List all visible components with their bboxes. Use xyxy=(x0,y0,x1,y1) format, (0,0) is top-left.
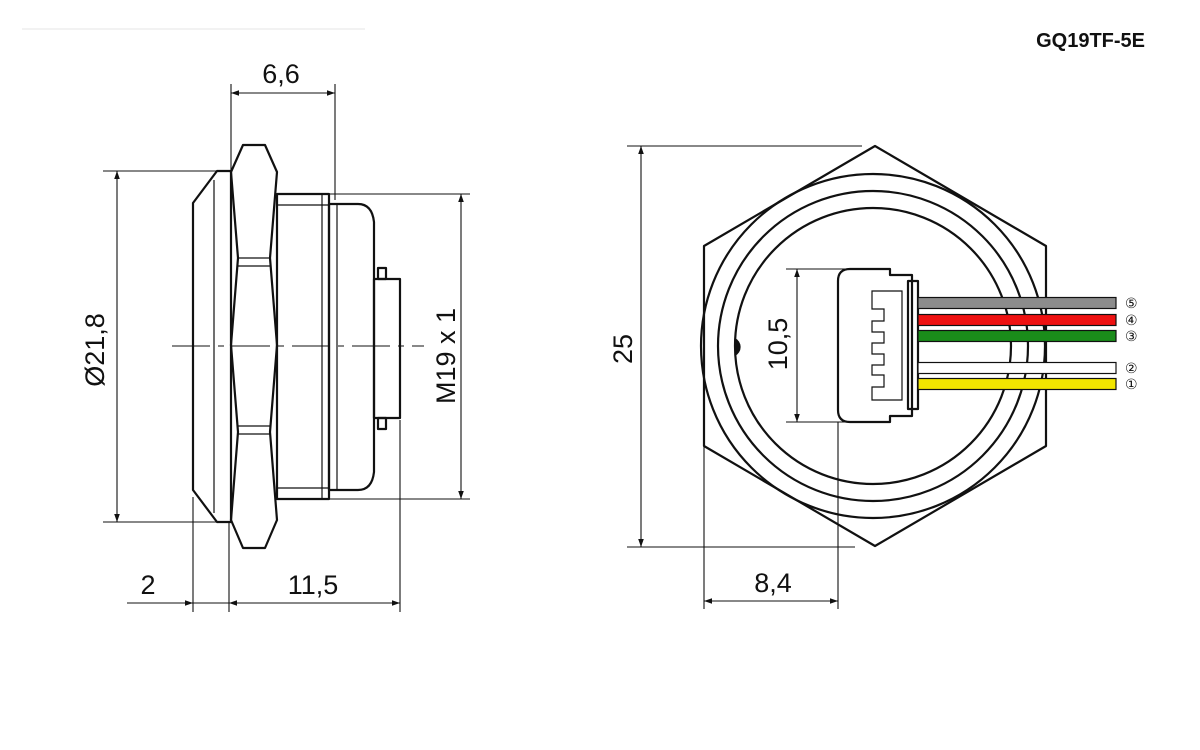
dim-label-width: 8,4 xyxy=(754,568,792,598)
body-circle xyxy=(716,189,1030,503)
rear-view: ⑤④③ ②① 25 10,5 8,4 xyxy=(608,144,1138,609)
wire-bundle: ⑤④③ ②① xyxy=(917,296,1138,393)
connector-side xyxy=(372,277,402,420)
wire-pin-label: ① xyxy=(1125,377,1138,393)
hex-nut-side xyxy=(229,143,279,550)
dim-label-bottom-left: 2 xyxy=(140,570,155,600)
bezel-circle xyxy=(699,172,1047,520)
dim-label-thread: M19 x 1 xyxy=(431,308,461,404)
wire xyxy=(917,329,1117,343)
wire-pin-label: ② xyxy=(1125,361,1138,377)
wire xyxy=(917,361,1117,375)
connector-housing xyxy=(836,267,914,424)
connector-contacts xyxy=(871,290,903,401)
dim-label-bottom-right: 11,5 xyxy=(288,570,339,600)
side-view: 6,6 Ø21,8 M19 x 1 2 11,5 xyxy=(80,59,470,612)
wire xyxy=(917,296,1117,310)
connector-tab xyxy=(376,416,388,431)
dim-label-connector: 10,5 xyxy=(763,318,793,371)
wire xyxy=(917,377,1117,391)
dim-label-height: 25 xyxy=(608,334,638,364)
rear-housing xyxy=(327,202,376,492)
wire-pin-label: ⑤ xyxy=(1125,296,1138,312)
hex-nut-front xyxy=(702,144,1048,548)
wire-pin-label: ③ xyxy=(1125,329,1138,345)
wire xyxy=(917,313,1117,327)
dim-label-top: 6,6 xyxy=(262,59,300,89)
connector-tab xyxy=(376,266,388,281)
part-number-title: GQ19TF-5E xyxy=(1036,30,1145,52)
dim-label-diameter: Ø21,8 xyxy=(80,313,110,387)
wire-pin-label: ④ xyxy=(1125,313,1138,329)
key-notch xyxy=(735,338,741,356)
connector-flange xyxy=(906,279,920,411)
